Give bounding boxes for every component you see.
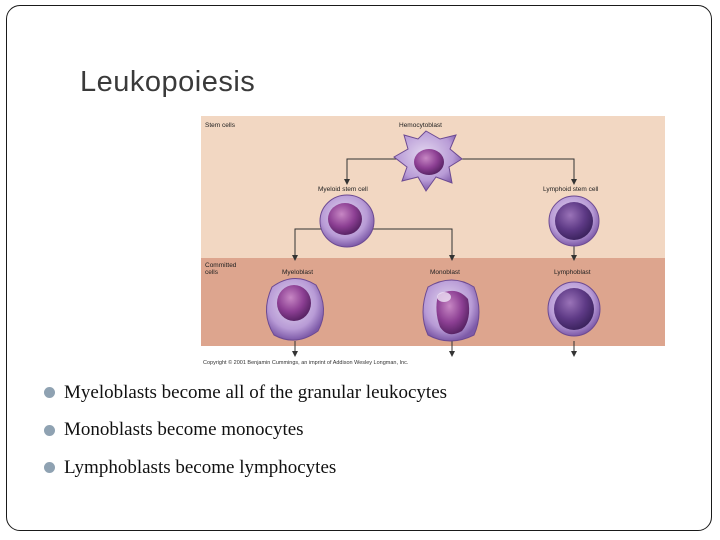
bullet-dot-icon — [44, 462, 55, 474]
monoblast-cell — [422, 279, 480, 342]
bullet-item: Monoblasts become monocytes — [44, 412, 447, 450]
lymphoblast-cell — [547, 281, 601, 337]
diagram-arrowheads — [292, 179, 577, 357]
bullet-item: Lymphoblasts become lymphocytes — [44, 449, 447, 487]
label-myeloid-stem-cell: Myeloid stem cell — [318, 186, 368, 193]
myeloid-stem-cell — [319, 194, 375, 248]
label-cells: cells — [205, 269, 219, 276]
label-committed: Committed — [205, 262, 237, 269]
label-stem-cells: Stem cells — [205, 122, 236, 129]
bullet-dot-icon — [44, 424, 55, 436]
figure-copyright: Copyright © 2001 Benjamin Cummings, an i… — [203, 359, 409, 366]
myeloblast-cell — [266, 278, 324, 341]
slide-title: Leukopoiesis — [80, 66, 256, 98]
bullet-list: Myeloblasts become all of the granular l… — [44, 374, 447, 487]
diagram-svg: Stem cells Committed cells Hemocytoblast… — [194, 109, 672, 371]
bullet-dot-icon — [44, 387, 55, 399]
hemocytoblast-cell — [393, 130, 463, 192]
label-monoblast: Monoblast — [430, 269, 460, 276]
label-myeloblast: Myeloblast — [282, 269, 313, 276]
lymphoid-stem-cell — [548, 195, 600, 247]
bullet-text: Monoblasts become monocytes — [64, 419, 304, 441]
bullet-text: Lymphoblasts become lymphocytes — [64, 456, 337, 478]
label-lymphoblast: Lymphoblast — [554, 269, 591, 276]
label-hemocytoblast: Hemocytoblast — [399, 122, 442, 129]
bullet-item: Myeloblasts become all of the granular l… — [44, 374, 447, 412]
label-lymphoid-stem-cell: Lymphoid stem cell — [543, 186, 599, 193]
bullet-text: Myeloblasts become all of the granular l… — [64, 381, 448, 403]
leukopoiesis-diagram: Stem cells Committed cells Hemocytoblast… — [194, 109, 672, 371]
